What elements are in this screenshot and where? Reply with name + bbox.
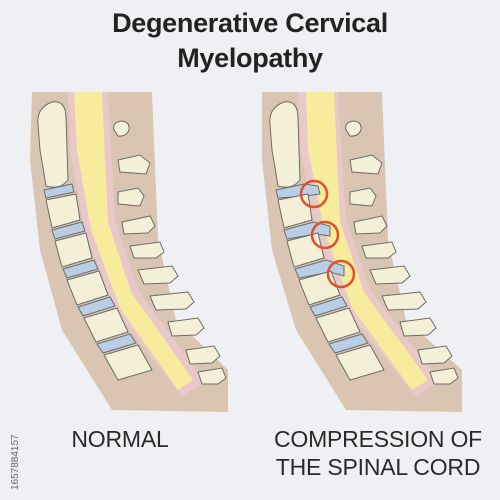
compressed-spinous-8 (417, 345, 453, 365)
compressed-spinous-3 (353, 215, 388, 235)
normal-spinous-1 (117, 154, 151, 175)
normal-spinous-4 (129, 241, 165, 259)
compressed-spinal-cord (306, 92, 428, 390)
compression-ring-2 (310, 220, 340, 250)
compression-ring-1 (299, 179, 329, 209)
normal-vertebra-c5 (66, 270, 109, 306)
normal-spinous-8 (185, 345, 221, 365)
normal-vertebra-c4 (54, 232, 93, 268)
compressed-spinous-2 (349, 187, 377, 207)
compressed-c2-vertebra (269, 101, 301, 188)
stock-id: 1657884157 (10, 434, 21, 490)
compressed-spinous-7 (399, 317, 437, 337)
compressed-vertebral-column (269, 101, 385, 381)
compressed-spinous-6 (381, 291, 427, 311)
compressed-spine (262, 92, 462, 412)
compressed-vertebra-c6 (315, 307, 361, 343)
compressed-spinous-9 (429, 367, 459, 385)
compression-markers (299, 179, 356, 289)
normal-disc-3 (62, 259, 99, 279)
normal-c1-arch (113, 120, 130, 137)
compressed-spinous-5 (369, 265, 411, 285)
normal-disc-2 (51, 221, 86, 240)
compressed-spinous-1 (349, 154, 383, 175)
normal-vertebra-c3 (45, 193, 81, 229)
normal-vertebra-c7 (103, 344, 153, 381)
normal-vertebral-column (37, 101, 153, 381)
compressed-c1-arch (345, 120, 362, 137)
compressed-disc-2 (283, 221, 331, 240)
normal-label: NORMAL (71, 426, 169, 452)
normal-spinous-processes (117, 154, 227, 385)
normal-spinous-6 (149, 291, 195, 311)
diagram-title: Degenerative Cervical Myelopathy (0, 6, 500, 76)
title-line-1: Degenerative Cervical (112, 8, 388, 38)
compressed-spinous-4 (361, 241, 397, 259)
compression-label-line-2: THE SPINAL CORD (275, 454, 481, 480)
compression-ring-3 (326, 259, 356, 289)
normal-spinous-2 (117, 187, 145, 207)
normal-disc-5 (96, 333, 137, 354)
normal-disc-4 (77, 296, 116, 317)
compressed-disc-4 (309, 296, 348, 317)
compression-label: COMPRESSION OF THE SPINAL CORD (262, 425, 494, 481)
normal-spinous-5 (137, 265, 179, 285)
compression-label-line-1: COMPRESSION OF (273, 426, 483, 452)
normal-spinous-7 (167, 317, 205, 337)
compressed-disc-5 (328, 333, 369, 354)
normal-spinal-cord (74, 92, 193, 390)
normal-c2-vertebra (37, 101, 69, 188)
normal-disc-1 (43, 183, 75, 199)
normal-spine (30, 92, 228, 412)
normal-spinous-3 (121, 215, 156, 235)
compressed-vertebra-c7 (335, 344, 385, 381)
title-line-2: Myelopathy (177, 43, 323, 73)
normal-vertebra-c6 (83, 307, 129, 343)
compressed-spinous-processes (349, 154, 459, 385)
normal-spinous-9 (197, 367, 227, 385)
